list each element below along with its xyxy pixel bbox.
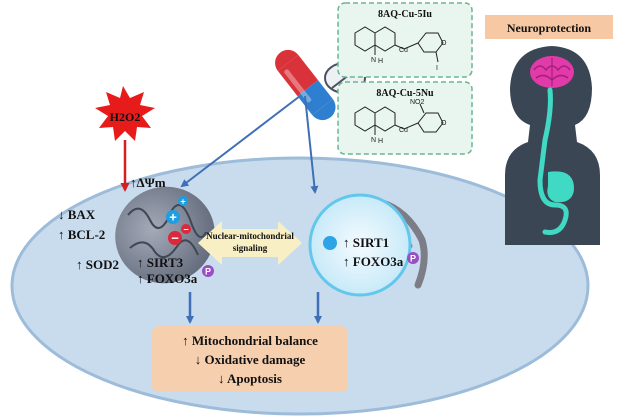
outcome-mito-balance: ↑ Mitochondrial balance [182, 333, 318, 348]
brain-icon [530, 56, 574, 88]
compound-1-cu: Cu [399, 47, 408, 54]
compound-1-panel: 8AQ-Cu-5Iu Cu N H O I [337, 2, 473, 78]
membrane-potential-label: ↑ΔΨm [130, 175, 166, 190]
nucleolus [323, 236, 337, 250]
compound-2-cu: Cu [399, 127, 408, 134]
phospho-label-mito: P [205, 267, 211, 277]
signaling-label-line2: signaling [233, 243, 268, 253]
foxo3a-mito-label: ↑ FOXO3a [137, 271, 198, 286]
gut-brain-axis-icon [537, 87, 569, 235]
outcome-box: ↑ Mitochondrial balance ↓ Oxidative dama… [152, 326, 348, 392]
foxo3a-nucleus-label: ↑ FOXO3a [343, 254, 404, 269]
burst-icon [95, 86, 155, 141]
compound-2-panel: 8AQ-Cu-5Nu Cu N H O NO2 [337, 81, 473, 155]
phospho-icon-mito: P [202, 265, 214, 277]
human-silhouette-icon [505, 46, 600, 245]
phospho-icon-nucleus: P [407, 252, 419, 264]
compound-1-substituent: I [436, 65, 438, 72]
phospho-label-nucleus: P [410, 254, 416, 264]
compound-2-structure [354, 103, 444, 135]
compound-1-name: 8AQ-Cu-5Iu [378, 9, 432, 20]
sod2-label: ↑ SOD2 [76, 257, 119, 272]
sirt3-label: ↑ SIRT3 [137, 255, 184, 270]
compound-1-o: O [441, 40, 447, 47]
bcl2-label: ↑ BCL-2 [58, 227, 105, 242]
drug-to-nucleus-arrow [304, 95, 319, 194]
minus-sign-small: − [183, 225, 188, 235]
neuro-title-box [485, 15, 613, 39]
bax-label: ↓ BAX [58, 207, 96, 222]
signaling-label-line1: Nuclear-mitochondrial [206, 231, 294, 241]
compound-1-h: H [378, 58, 383, 65]
outcome-oxidative-damage: ↓ Oxidative damage [195, 352, 306, 367]
signaling-arrow: Nuclear-mitochondrial signaling [198, 221, 302, 265]
compound-2-o: O [441, 120, 447, 127]
stomach-icon [547, 171, 575, 203]
compound-2-name: 8AQ-Cu-5Nu [376, 88, 434, 99]
plus-sign-large: + [169, 210, 177, 225]
mitochondrion [115, 186, 215, 284]
neuro-title: Neuroprotection [507, 21, 592, 35]
minus-sign-large: − [171, 231, 179, 246]
neuroprotection-panel: Neuroprotection [485, 15, 613, 245]
compound-2-h: H [378, 138, 383, 145]
h2o2-stimulus: H2O2 [95, 86, 155, 141]
compound-1-n: N [371, 57, 376, 64]
nucleus [308, 193, 428, 297]
capsule-icon [275, 49, 336, 121]
positive-charge-icons: + + [166, 196, 188, 225]
h2o2-label: H2O2 [110, 110, 141, 124]
compound-1-structure [354, 26, 444, 63]
plus-sign-small: + [180, 197, 185, 207]
outcome-apoptosis: ↓ Apoptosis [218, 371, 282, 386]
sirt1-label: ↑ SIRT1 [343, 235, 389, 250]
drug-to-mito-arrow [180, 95, 301, 188]
compound-2-substituent: NO2 [410, 99, 425, 106]
negative-charge-icons: − − [168, 224, 191, 246]
compound-2-n: N [371, 137, 376, 144]
